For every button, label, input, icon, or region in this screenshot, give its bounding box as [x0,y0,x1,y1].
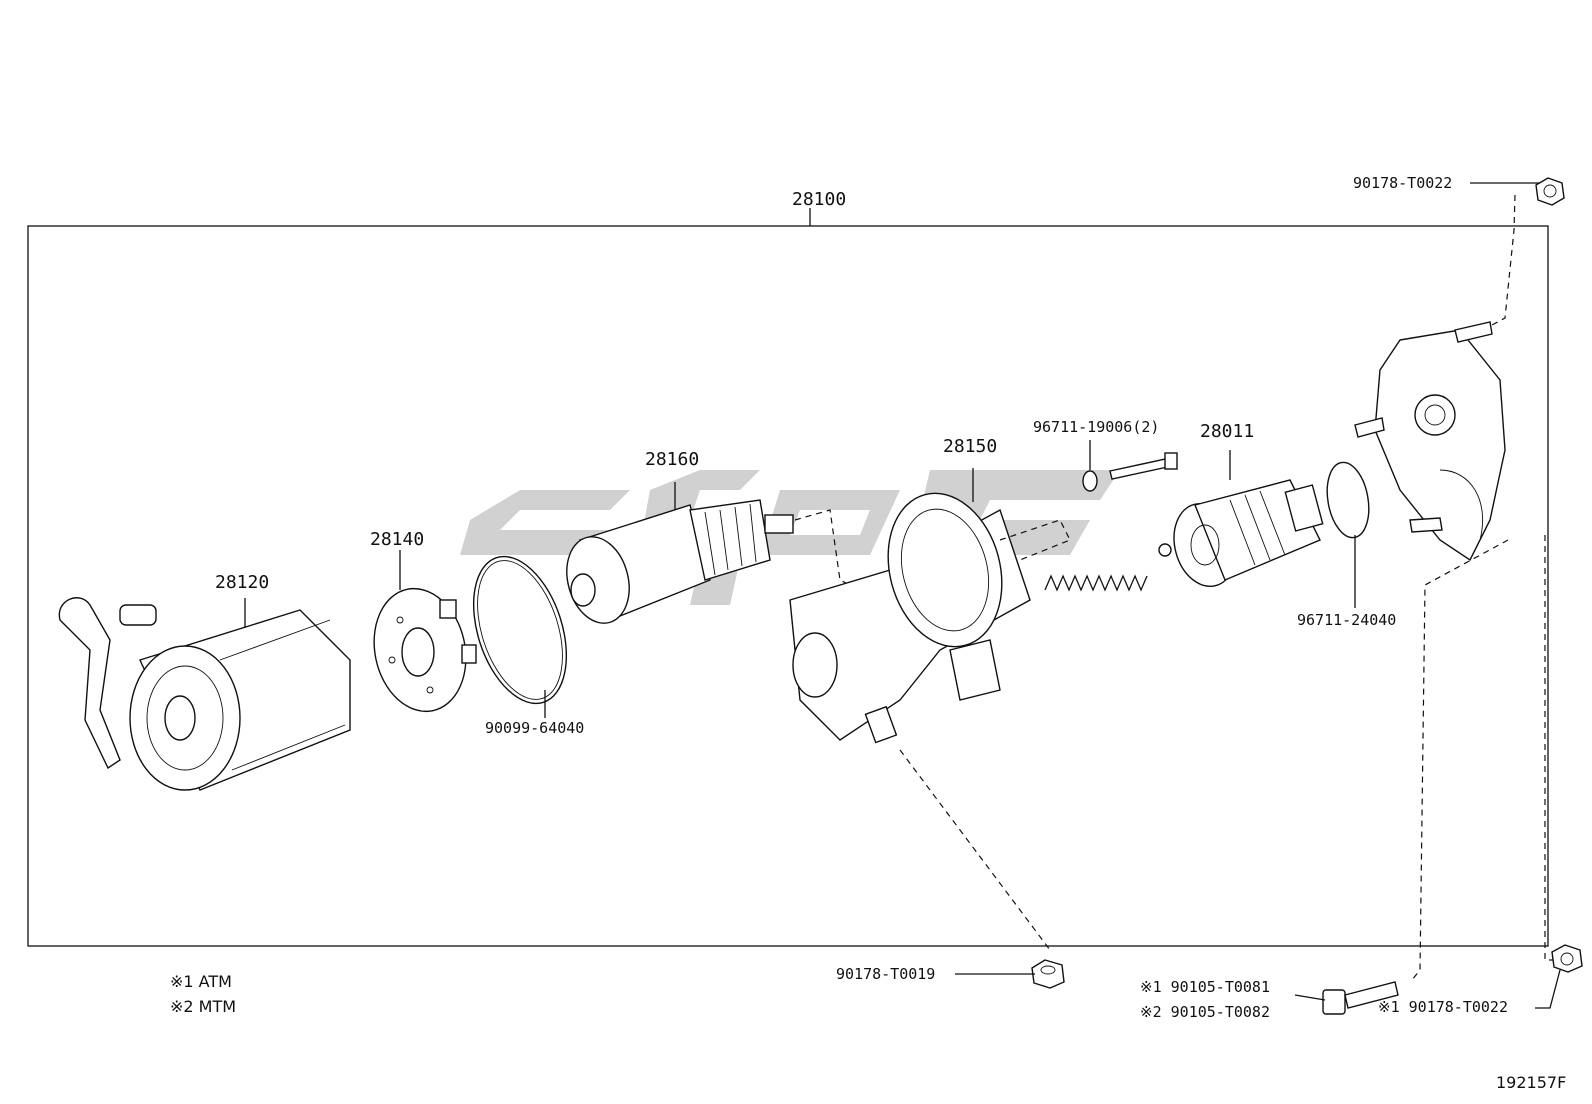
label-90105-t0081: ※1 90105-T0081 [1140,978,1270,996]
part-28120-solenoid-switch [58,597,351,791]
label-90099-64040: 90099-64040 [485,719,584,737]
part-drive-housing [1354,321,1506,562]
label-28011: 28011 [1200,421,1254,442]
legend-note-2: ※2 MTM [170,997,236,1016]
assembly-box [27,208,1549,947]
label-90178-t0019: 90178-T0019 [836,965,935,983]
legend-note-1: ※1 ATM [170,972,232,991]
label-28140: 28140 [370,529,424,550]
label-90105-t0082: ※2 90105-T0082 [1140,1003,1270,1021]
label-90178-t0022-top: 90178-T0022 [1353,174,1452,192]
leader-90105 [1294,994,1326,1001]
part-spring [1044,543,1172,592]
leader-dash-right-nut [1544,535,1560,961]
part-90099-o-ring [472,555,568,705]
part-90178-t0022-top-nut [1535,177,1565,206]
part-28150-housing [789,492,1071,744]
part-96711-24040-o-ring [1326,461,1370,539]
part-28011-clutch [1173,479,1324,588]
label-28160: 28160 [645,449,699,470]
label-28120: 28120 [215,572,269,593]
figure-id: 192157F [1496,1073,1566,1092]
part-90178-t0019-nut [1031,959,1065,989]
leader-dash-top-bolt [1491,194,1516,326]
label-28150: 28150 [943,436,997,457]
leader-dash-bottom-bolt [1411,539,1509,981]
part-90178-t0022-bottom-nut [1551,944,1583,973]
part-96711-19006-ring [1082,452,1178,492]
label-96711-24040: 96711-24040 [1297,611,1396,629]
part-90105-bolt [1322,981,1399,1015]
leader-90178-bottom [1535,969,1561,1009]
part-28140-brush-holder [373,587,477,713]
label-96711-19006: 96711-19006(2) [1033,418,1159,436]
part-28160-yoke [566,499,881,624]
leader-dash-terminal-nut [899,749,1051,951]
label-90178-t0022-bottom: ※1 90178-T0022 [1378,998,1508,1016]
label-assembly-28100: 28100 [792,189,846,210]
